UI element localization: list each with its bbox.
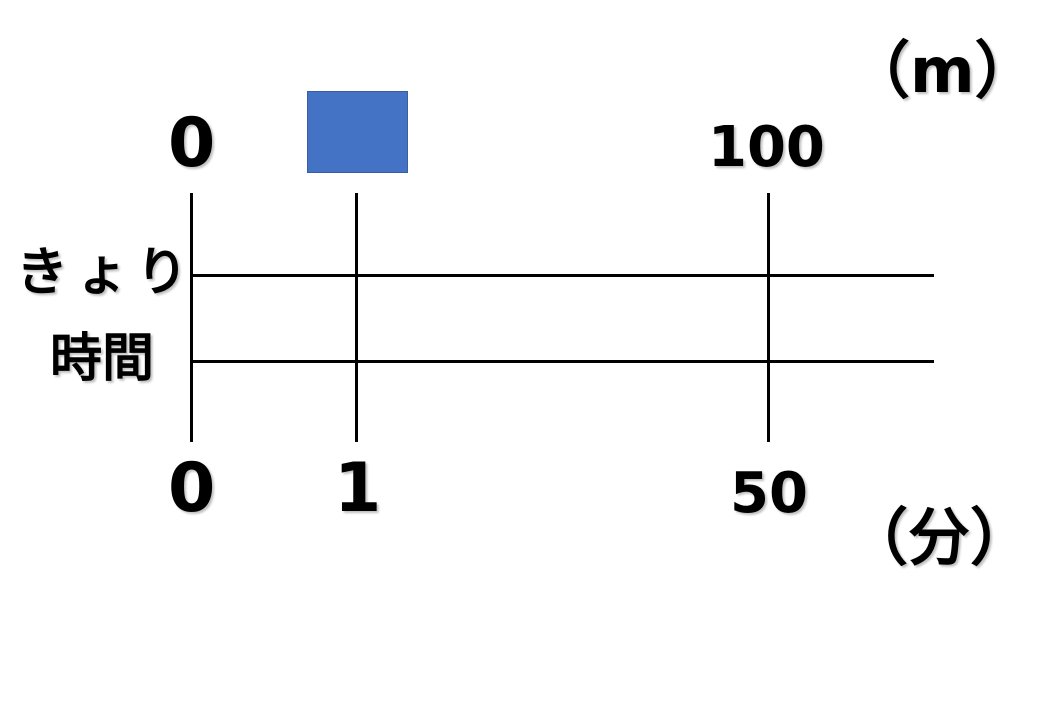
one-minute-tick-line <box>355 193 358 442</box>
time-tick-50: 50 <box>730 461 808 526</box>
time-row-label: 時間 <box>50 329 155 389</box>
time-unit-label: （分） <box>846 501 1033 574</box>
distance-unit-label: （m） <box>848 34 1037 107</box>
distance-tick-0: 0 <box>168 104 216 183</box>
distance-number-line <box>191 274 934 277</box>
unknown-value-box <box>307 91 408 173</box>
distance-tick-100: 100 <box>708 115 825 180</box>
time-number-line <box>191 360 934 363</box>
zero-tick-line <box>190 193 193 442</box>
fifty-minute-tick-line <box>767 193 770 442</box>
time-tick-1: 1 <box>334 449 382 528</box>
distance-row-label: きょり <box>16 243 197 303</box>
time-tick-0: 0 <box>168 449 216 528</box>
